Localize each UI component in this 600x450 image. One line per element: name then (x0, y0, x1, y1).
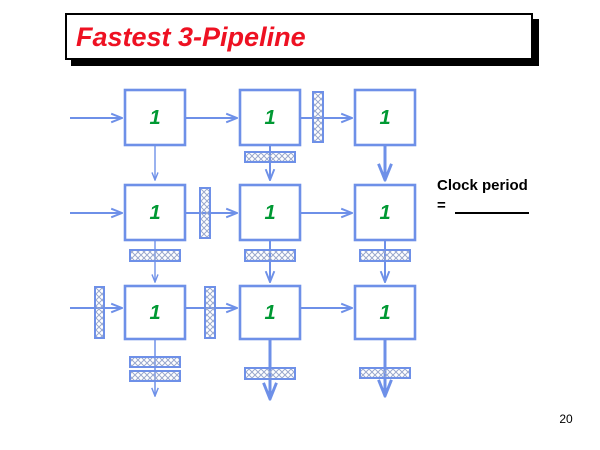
register-below-row1-col2 (244, 151, 296, 163)
equals-sign: = (437, 197, 446, 214)
stage-label: 1 (149, 202, 160, 224)
stage-box-row3-col1 (123, 284, 187, 341)
stage-box-row1-col3 (353, 88, 417, 147)
register-input-row3 (94, 286, 105, 339)
stage-label: 1 (379, 302, 390, 324)
stage-box-row2-col3 (353, 183, 417, 242)
register-output-col1-b (129, 370, 181, 382)
register-below-row2-col3 (359, 249, 411, 262)
clock-period-equation: = (437, 196, 529, 216)
register-output-col3 (359, 367, 411, 379)
blank-underline (454, 212, 529, 214)
page-number: 20 (559, 412, 573, 426)
stage-label: 1 (149, 302, 160, 324)
stage-label: 1 (264, 202, 275, 224)
stage-label: 1 (264, 107, 275, 129)
stage-label: 1 (379, 202, 390, 224)
register-below-row2-col1 (129, 249, 181, 262)
stage-label: 1 (264, 302, 275, 324)
register-below-row2-col2 (244, 249, 296, 262)
clock-period-note: Clock period = (437, 176, 529, 216)
register-vertical-row1 (312, 91, 324, 143)
title-box: Fastest 3-Pipeline (65, 13, 533, 60)
stage-box-row1-col1 (123, 88, 187, 147)
slide-title: Fastest 3-Pipeline (76, 22, 306, 52)
stage-label: 1 (149, 107, 160, 129)
stage-box-row3-col3 (353, 284, 417, 341)
stage-box-row2-col1 (123, 183, 187, 242)
stage-label: 1 (379, 107, 390, 129)
clock-period-label: Clock period (437, 177, 528, 194)
register-vertical-row3 (204, 286, 216, 339)
register-output-col2 (244, 367, 296, 380)
register-vertical-row2 (199, 187, 211, 239)
stage-box-row3-col2 (238, 284, 302, 341)
stage-box-row2-col2 (238, 183, 302, 242)
stage-box-row1-col2 (238, 88, 302, 147)
register-output-col1-a (129, 356, 181, 368)
